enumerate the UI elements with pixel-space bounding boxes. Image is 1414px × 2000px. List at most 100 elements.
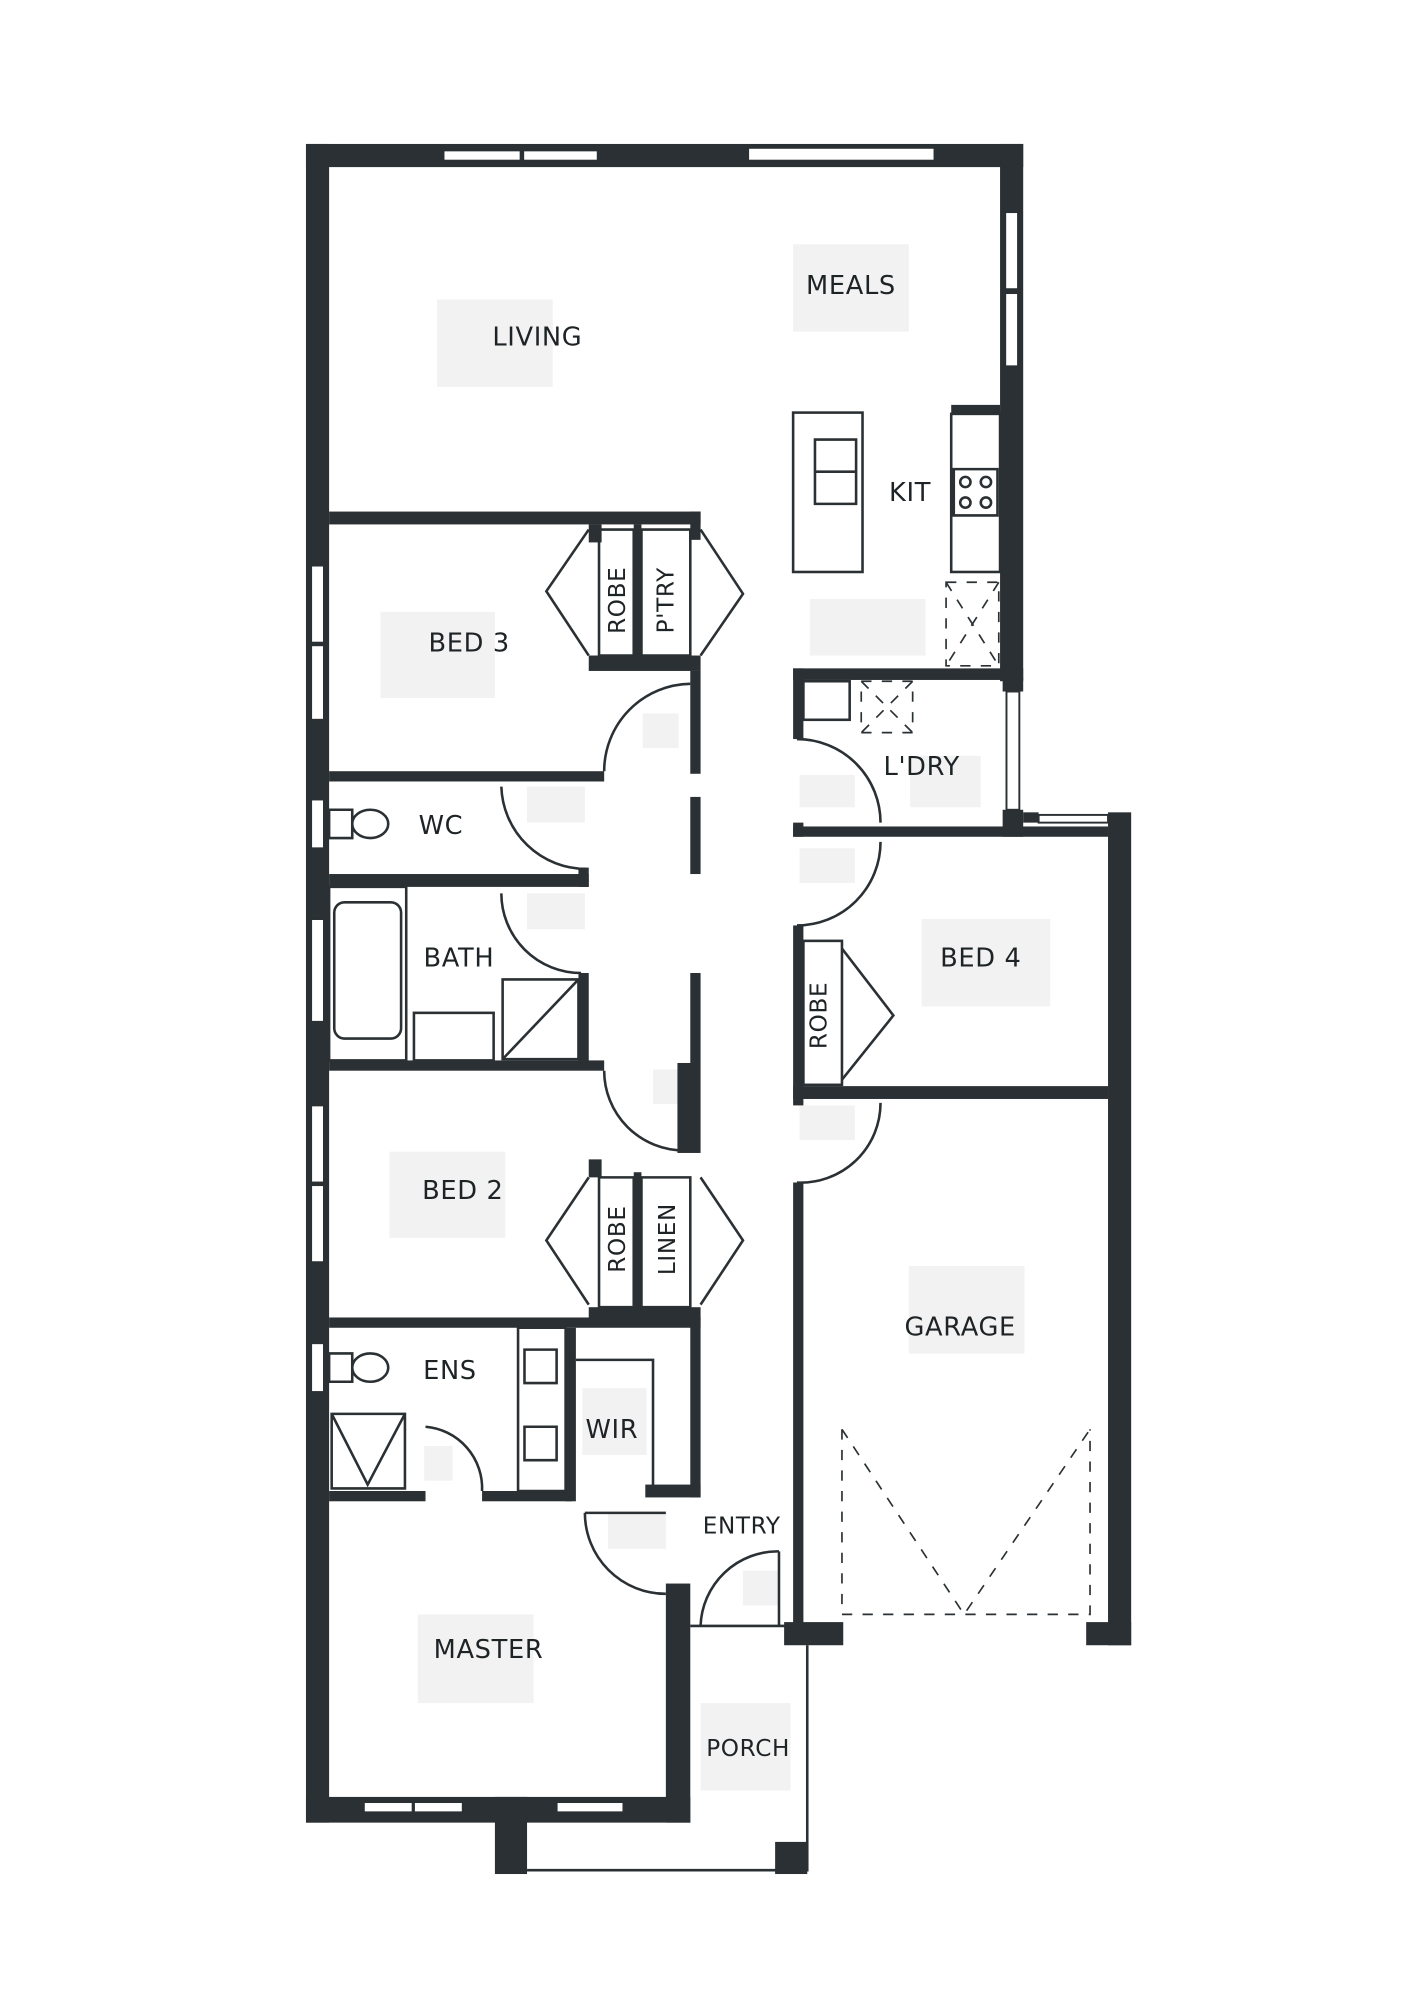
wall-segment	[665, 1583, 691, 1823]
label-background	[608, 1512, 666, 1549]
label-robe-bed3: ROBE	[605, 567, 631, 634]
front-door	[699, 1550, 781, 1627]
label-porch: PORCH	[706, 1736, 790, 1762]
bed2-door	[602, 1070, 684, 1152]
label-robe-bed4: ROBE	[807, 982, 833, 1049]
wall-segment	[329, 1317, 701, 1328]
label-background	[424, 1446, 453, 1481]
window	[310, 798, 325, 850]
label-background	[527, 893, 585, 930]
label-background	[910, 755, 981, 808]
label-entry: ENTRY	[703, 1513, 781, 1539]
label-kit: KIT	[889, 478, 931, 508]
label-wir: WIR	[586, 1415, 639, 1445]
wall-segment	[588, 1307, 701, 1321]
window	[310, 564, 325, 644]
label-background	[389, 1151, 506, 1238]
wall-segment	[329, 1060, 605, 1071]
fridge-space	[945, 581, 1000, 667]
bed4-robe	[802, 939, 844, 1087]
ensuite-shower-icon	[330, 1412, 407, 1490]
window	[442, 149, 522, 162]
wall-segment	[793, 826, 1109, 837]
label-living: LIVING	[492, 323, 582, 353]
bathtub-icon	[327, 885, 408, 1062]
label-background	[582, 1388, 647, 1456]
window	[310, 918, 325, 1023]
label-background	[799, 775, 855, 808]
master-door	[583, 1511, 666, 1596]
garage-door-swing	[841, 1428, 1091, 1616]
label-bed3: BED 3	[429, 628, 510, 658]
robe-shelves	[597, 528, 692, 1309]
laundry-door	[796, 737, 882, 823]
robe-bifold-doors	[544, 528, 896, 1306]
label-background	[642, 713, 679, 749]
window	[310, 644, 325, 721]
label-meals: MEALS	[806, 271, 896, 301]
wall-segment	[645, 1484, 701, 1498]
wall-segment	[329, 1491, 426, 1502]
window	[1004, 211, 1020, 291]
wall-segment	[1023, 812, 1039, 823]
window	[1037, 813, 1109, 824]
wall-segment	[784, 1622, 844, 1646]
wall-segment	[1086, 1622, 1132, 1646]
wall-segment	[329, 874, 589, 887]
label-background	[799, 848, 855, 884]
label-background	[380, 611, 495, 698]
label-background	[908, 1266, 1025, 1354]
door-swings	[425, 528, 896, 1627]
label-bed4: BED 4	[940, 943, 1021, 973]
wall-segment	[482, 1491, 573, 1502]
label-background	[437, 299, 553, 387]
label-background	[700, 1703, 791, 1791]
bed3-door	[602, 682, 691, 772]
label-pantry: P'TRY	[654, 567, 680, 634]
label-robe-bed2: ROBE	[605, 1205, 631, 1272]
window	[1004, 292, 1020, 368]
wc-door	[500, 786, 587, 871]
wall-segment	[951, 404, 1001, 414]
kitchen-island	[791, 411, 864, 574]
label-master: MASTER	[434, 1635, 544, 1665]
wall-segment	[633, 1172, 642, 1312]
wall-segment	[793, 668, 804, 740]
room-labels: LIVING MEALS KIT BED 3 ROBE P'TRY WC L'D…	[419, 271, 1021, 1762]
wall-segment	[775, 1841, 808, 1875]
label-bed2: BED 2	[422, 1176, 503, 1206]
label-background	[742, 1570, 778, 1606]
label-background	[809, 598, 926, 656]
wir-shelf	[575, 1358, 655, 1492]
wall-segment	[494, 1796, 528, 1875]
washer-space	[860, 680, 914, 734]
label-laundry: L'DRY	[884, 752, 960, 782]
wall-segment	[690, 973, 701, 1063]
wall-segment	[329, 511, 701, 525]
label-background	[527, 786, 585, 823]
wall-segment	[588, 655, 701, 671]
wall-segment	[578, 867, 589, 887]
wall-segment	[677, 1062, 701, 1153]
wall-segment	[793, 925, 804, 1106]
window	[310, 1342, 325, 1393]
cooktop-icon	[952, 467, 999, 517]
toilet-icon	[327, 808, 390, 840]
wall-segment	[565, 1327, 576, 1502]
window	[412, 1801, 464, 1814]
wall-segment	[633, 524, 642, 664]
label-background	[793, 244, 909, 332]
wall-segment	[793, 668, 1024, 680]
label-background	[921, 919, 1051, 1007]
label-garage: GARAGE	[905, 1312, 1016, 1342]
wall-segment	[793, 1086, 1109, 1099]
wall-segment	[1002, 678, 1024, 692]
label-ens: ENS	[423, 1356, 477, 1386]
wall-segment	[690, 670, 701, 774]
windows	[310, 146, 1109, 1814]
wall-segment	[690, 796, 701, 875]
kitchen-sink-icon	[813, 438, 858, 506]
wall-segment	[793, 1182, 804, 1626]
window	[310, 1184, 325, 1264]
